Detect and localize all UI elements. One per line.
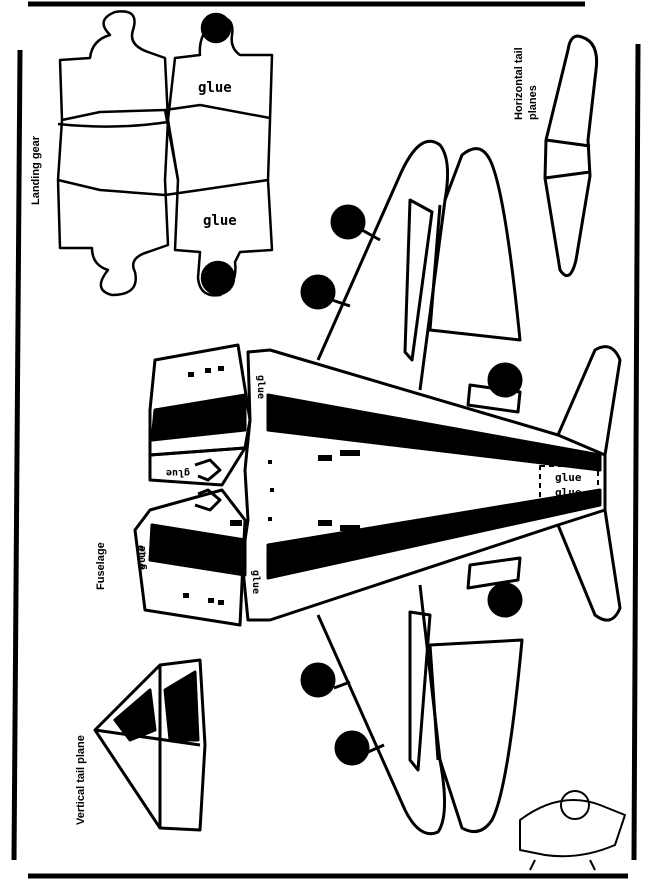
vertical-tail-piece [93,658,207,832]
glue-tab-tail-1: glue [555,471,582,484]
label-vertical-tail: Vertical tail plane [75,735,87,825]
page-border [11,1,641,879]
label-fuselage: Fuselage [95,542,107,590]
glue-tab-tail-2: glue [555,486,582,499]
label-horizontal-tail: Horizontal tail planes [513,47,539,120]
airplane-body-piece [133,139,622,836]
lion-mascot-icon [519,790,626,871]
glue-tab-fuselage-2: glue [166,467,190,478]
glue-tab-fuselage-1: glue [255,375,266,399]
glue-tab-fuselage-3: glue [135,545,146,569]
horizontal-tail-piece [543,34,599,278]
label-landing-gear: Landing gear [30,135,42,205]
glue-tab-gear-top: glue [198,80,232,96]
glue-tab-fuselage-5: glue [250,570,261,594]
engine-pods [300,204,523,766]
glue-tab-gear-bottom: glue [203,213,237,229]
landing-gear-piece [56,10,274,297]
glue-tab-fuselage-4: glue [137,546,148,570]
